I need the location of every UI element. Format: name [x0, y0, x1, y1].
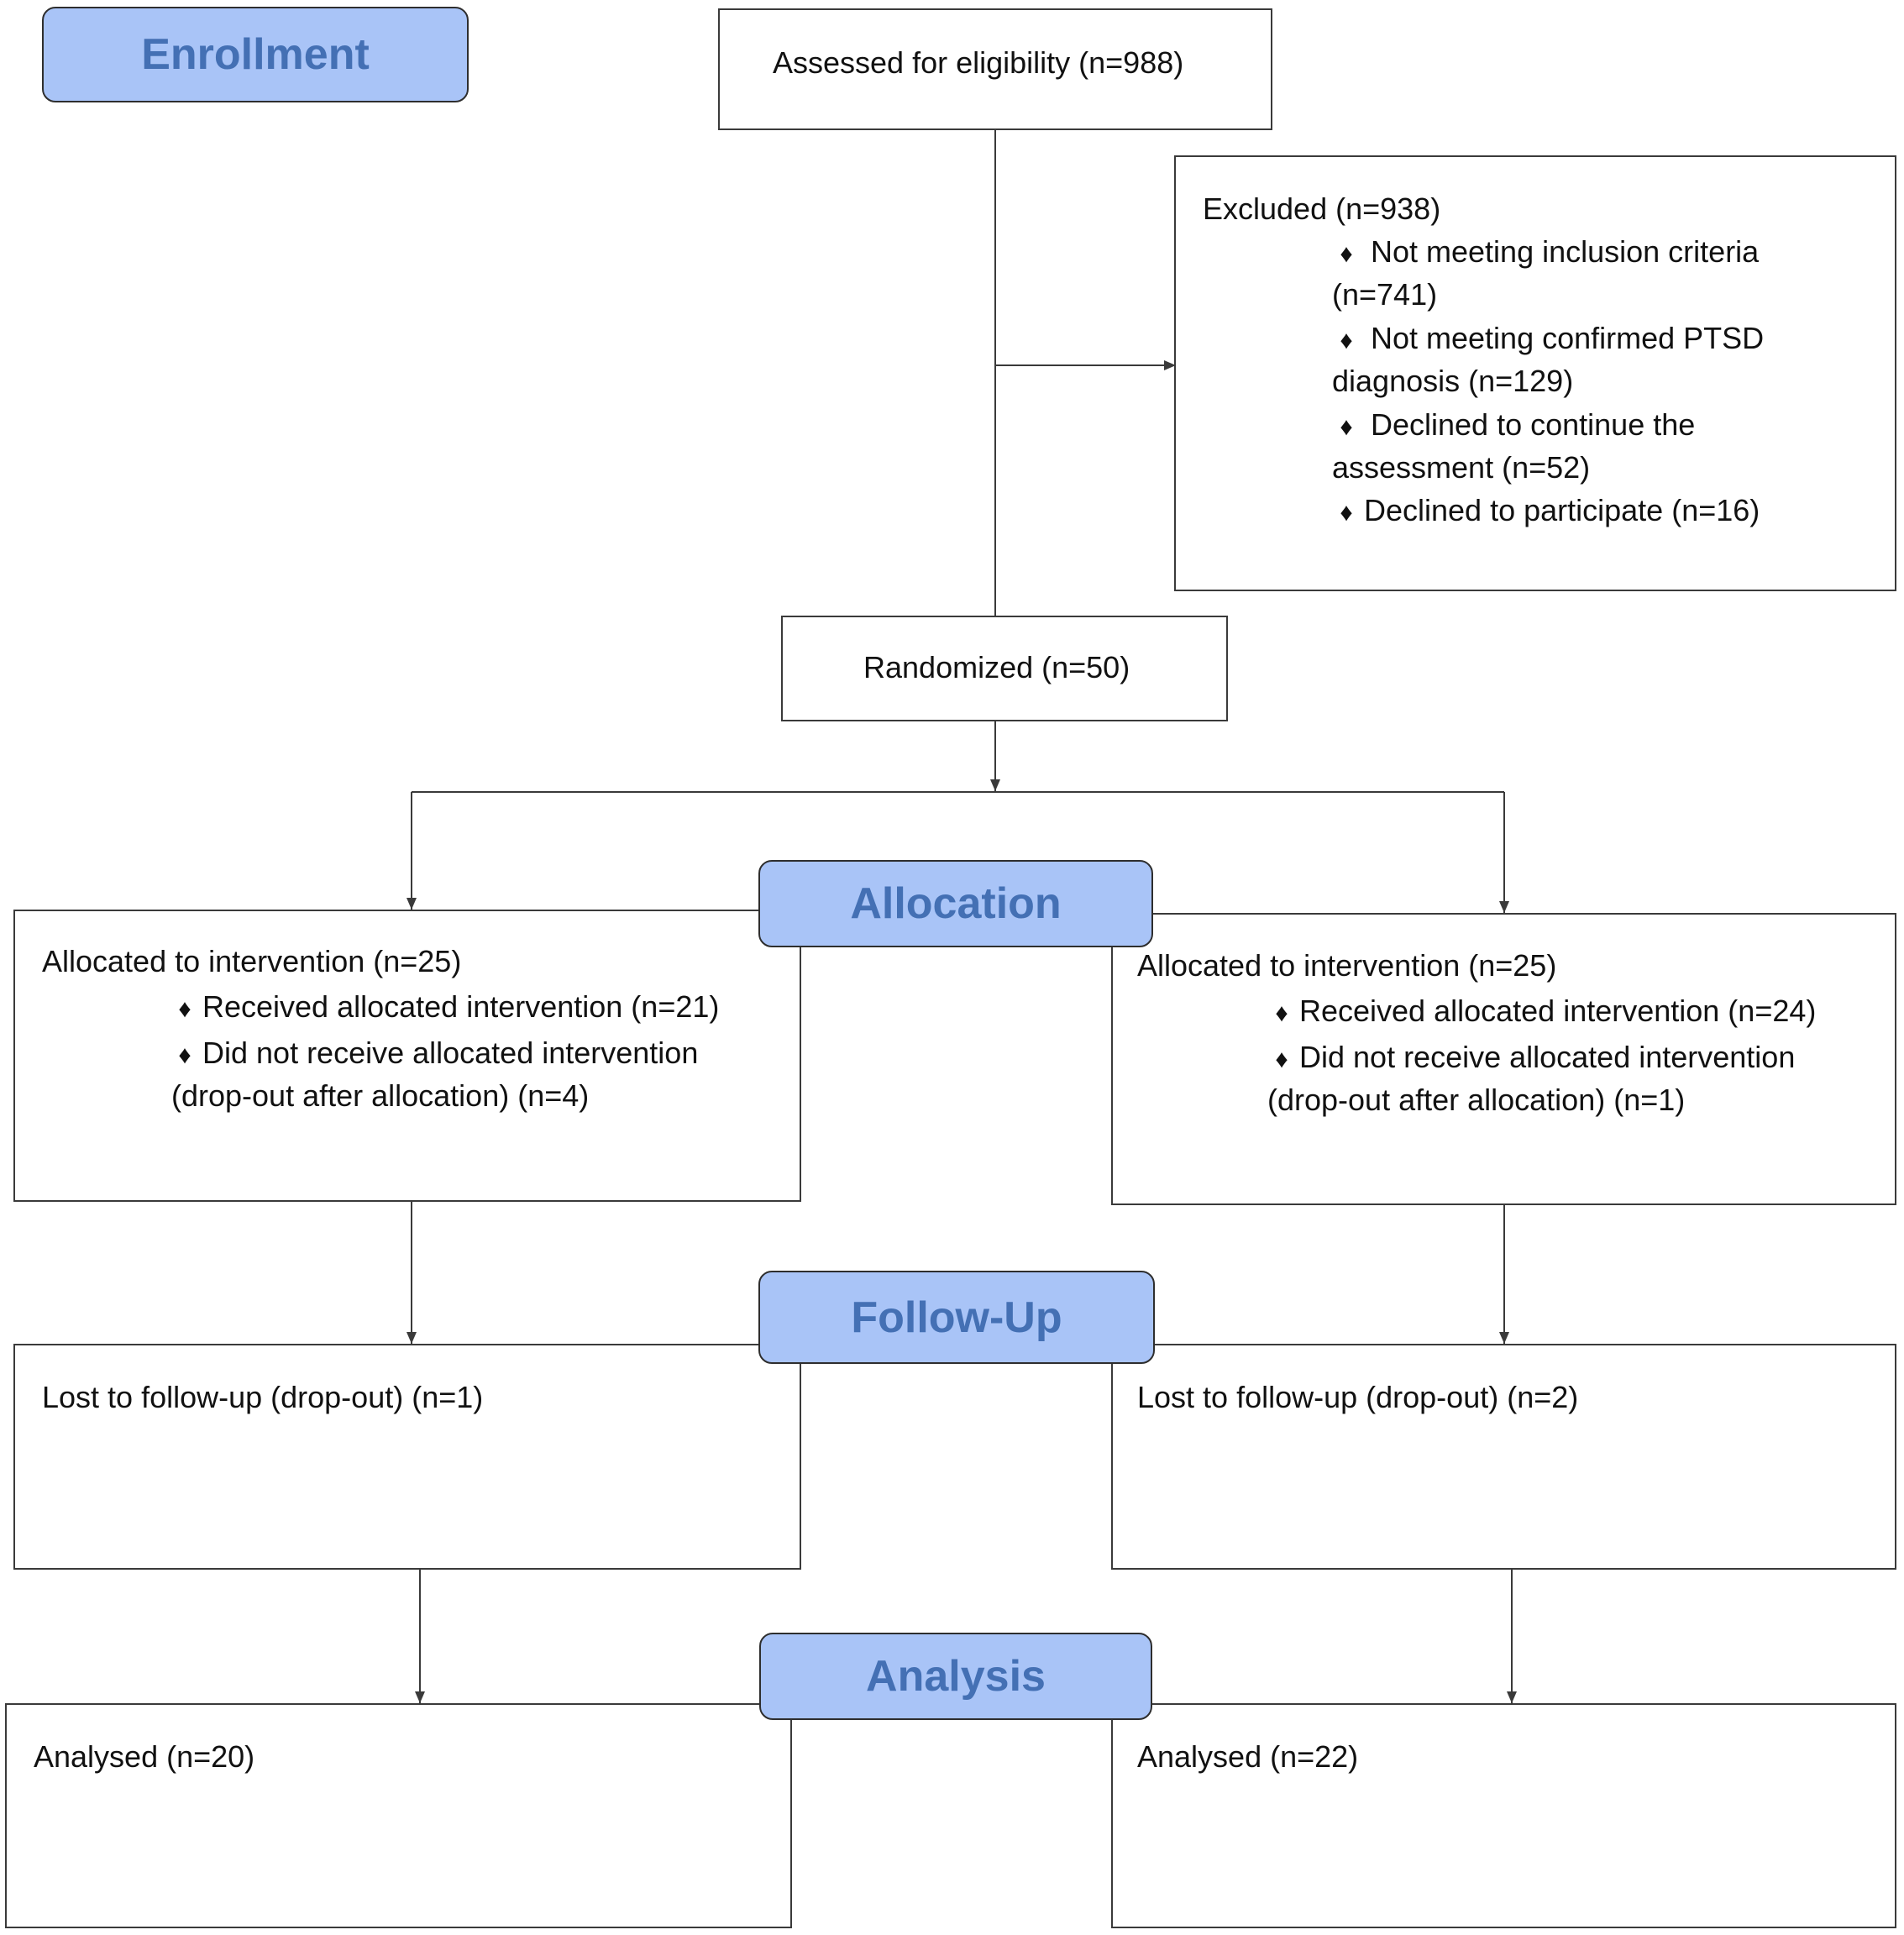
- assessed-box: Assessed for eligibility (n=988): [718, 8, 1272, 130]
- stage-enrollment: Enrollment: [42, 7, 469, 102]
- excluded-item-4-text: Declined to participate (n=16): [1364, 493, 1760, 527]
- allocation-left-received: ♦ Received allocated intervention (n=21): [172, 985, 719, 1031]
- excluded-item-2-cont: diagnosis (n=129): [1332, 364, 1574, 398]
- excluded-item-1-cont: (n=741): [1332, 277, 1438, 312]
- allocation-left-not-received: ♦ Did not receive allocated intervention: [172, 1031, 698, 1078]
- followup-left-label: Lost to follow-up (drop-out) (n=1): [42, 1380, 484, 1414]
- analysis-right-label: Analysed (n=22): [1137, 1739, 1359, 1774]
- diamond-icon: ♦: [1340, 499, 1353, 527]
- diamond-icon: ♦: [1340, 327, 1353, 354]
- analysis-right-box: Analysed (n=22): [1111, 1703, 1896, 1928]
- excluded-item-3-cont: assessment (n=52): [1332, 450, 1591, 485]
- allocation-left-title: Allocated to intervention (n=25): [42, 944, 462, 978]
- stage-enrollment-label: Enrollment: [141, 30, 370, 79]
- followup-right-box: Lost to follow-up (drop-out) (n=2): [1111, 1344, 1896, 1570]
- allocation-right-received: ♦ Received allocated intervention (n=24): [1269, 989, 1816, 1036]
- excluded-title: Excluded (n=938): [1203, 191, 1441, 226]
- excluded-item-2: ♦ Not meeting confirmed PTSD: [1334, 317, 1764, 363]
- allocation-left-not-received-detail: (drop-out after allocation) (n=4): [171, 1078, 590, 1113]
- excluded-box: Excluded (n=938) ♦ Not meeting inclusion …: [1174, 155, 1896, 591]
- assessed-label: Assessed for eligibility (n=988): [773, 45, 1184, 80]
- excluded-item-3-text: Declined to continue the: [1371, 407, 1696, 442]
- excluded-item-2-text: Not meeting confirmed PTSD: [1371, 321, 1765, 355]
- stage-analysis: Analysis: [759, 1633, 1152, 1720]
- diamond-icon: ♦: [1340, 413, 1353, 441]
- allocation-right-received-text: Received allocated intervention (n=24): [1299, 994, 1817, 1028]
- diamond-icon: ♦: [1275, 999, 1288, 1027]
- allocation-left-not-received-text: Did not receive allocated intervention: [202, 1036, 699, 1070]
- diamond-icon: ♦: [1275, 1046, 1288, 1073]
- stage-allocation: Allocation: [758, 860, 1153, 947]
- analysis-left-box: Analysed (n=20): [5, 1703, 792, 1928]
- diamond-icon: ♦: [178, 1041, 191, 1069]
- stage-allocation-label: Allocation: [850, 879, 1062, 928]
- analysis-left-label: Analysed (n=20): [34, 1739, 255, 1774]
- stage-follow-up: Follow-Up: [758, 1271, 1155, 1364]
- allocation-right-not-received-detail: (drop-out after allocation) (n=1): [1267, 1083, 1686, 1117]
- randomized-box: Randomized (n=50): [781, 616, 1228, 721]
- followup-right-label: Lost to follow-up (drop-out) (n=2): [1137, 1380, 1579, 1414]
- allocation-left-box: Allocated to intervention (n=25) ♦ Receiv…: [13, 910, 801, 1202]
- allocation-right-not-received: ♦ Did not receive allocated intervention: [1269, 1036, 1795, 1082]
- allocation-left-received-text: Received allocated intervention (n=21): [202, 989, 720, 1024]
- diamond-icon: ♦: [178, 995, 191, 1023]
- allocation-right-not-received-text: Did not receive allocated intervention: [1299, 1040, 1796, 1074]
- allocation-right-title: Allocated to intervention (n=25): [1137, 948, 1557, 983]
- diamond-icon: ♦: [1340, 240, 1353, 268]
- allocation-right-box: Allocated to intervention (n=25) ♦ Receiv…: [1111, 913, 1896, 1205]
- excluded-item-1: ♦ Not meeting inclusion criteria: [1334, 230, 1759, 276]
- excluded-item-1-text: Not meeting inclusion criteria: [1371, 234, 1760, 269]
- followup-left-box: Lost to follow-up (drop-out) (n=1): [13, 1344, 801, 1570]
- excluded-item-4: ♦ Declined to participate (n=16): [1334, 489, 1760, 535]
- excluded-item-3: ♦ Declined to continue the: [1334, 403, 1695, 449]
- stage-follow-up-label: Follow-Up: [851, 1293, 1062, 1342]
- randomized-label: Randomized (n=50): [863, 650, 1130, 684]
- stage-analysis-label: Analysis: [866, 1652, 1046, 1701]
